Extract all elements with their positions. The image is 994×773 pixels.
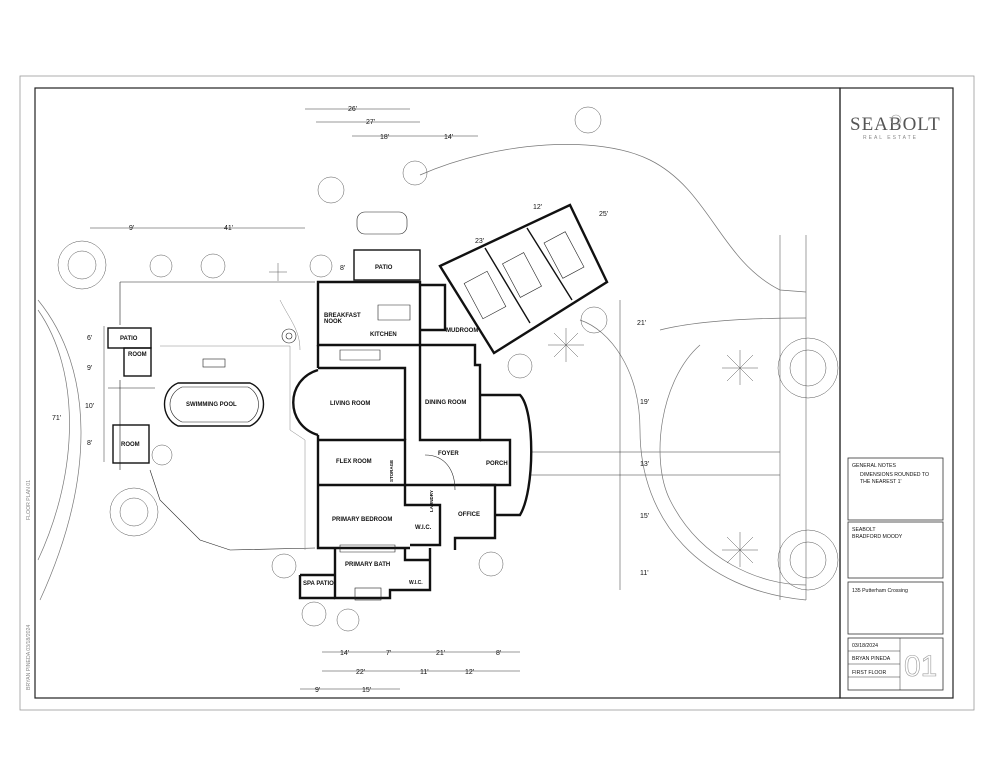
room-patio-left: PATIO [120, 336, 138, 342]
left-small-room [123, 347, 152, 377]
side-sheet-label: FLOOR PLAN 01 [26, 480, 32, 520]
room-swimming-pool: SWIMMING POOL [186, 402, 237, 408]
dim-right-13: 13' [640, 461, 649, 468]
dim-garage-23: 23' [475, 238, 484, 245]
dim-garage-25: 25' [599, 211, 608, 218]
dim-left-9: 9' [129, 225, 134, 232]
dim-top-26: 26' [348, 106, 357, 113]
sheet-number: 01 [904, 650, 937, 683]
dim-right-21: 21' [637, 320, 646, 327]
sheet-border [19, 75, 975, 711]
site-driveway [419, 144, 807, 293]
room-small-room: ROOM [128, 352, 147, 358]
dim-garage-12: 12' [533, 204, 542, 211]
top-patio [353, 249, 421, 281]
dim-bot-9: 9' [315, 687, 320, 694]
dim-top-14: 14' [444, 134, 453, 141]
drawing-frame [34, 87, 841, 699]
client-name-1: SEABOLT [852, 527, 876, 533]
side-stamp: BRYAN PINEDA 03/18/2024 [26, 625, 32, 690]
room-primary-bath: PRIMARY BATH [345, 562, 390, 568]
notes-title: GENERAL NOTES [852, 463, 896, 469]
brand-tagline: REAL ESTATE [863, 135, 918, 141]
room-flex-room: FLEX ROOM [336, 459, 372, 465]
dim-left-41: 41' [224, 225, 233, 232]
notes-line-2: THE NEAREST 1' [860, 479, 902, 485]
dim-left-10: 10' [85, 403, 94, 410]
dim-bot-14: 14' [340, 650, 349, 657]
property-address: 135 Putterham Crossing [852, 588, 908, 594]
dim-right-15: 15' [640, 513, 649, 520]
swimming-pool [163, 382, 265, 427]
site-road-left [37, 309, 70, 561]
room-mudroom: MUDROOM [446, 328, 478, 334]
dimension-labels: 26' 27' 18' 14' 9' 41' 8' 12' 25' 23' 21… [52, 106, 649, 694]
dim-patio-8: 8' [340, 265, 345, 272]
room-spa-patio: SPA PATIO [303, 581, 334, 587]
left-room [112, 424, 150, 464]
dim-bot-15: 15' [362, 687, 371, 694]
garage [438, 203, 609, 355]
room-dining-room: DINING ROOM [425, 400, 466, 406]
dim-bot-7: 7' [386, 650, 391, 657]
dim-bot-12: 12' [465, 669, 474, 676]
floor-name: FIRST FLOOR [852, 670, 886, 676]
dim-bot-21: 21' [436, 650, 445, 657]
room-breakfast-nook: BREAKFAST [324, 313, 361, 319]
dim-bot-11: 11' [420, 669, 429, 676]
pool-deck-wall [119, 281, 316, 551]
room-office: OFFICE [458, 512, 480, 518]
dim-left-71: 71' [52, 415, 61, 422]
tree-cluster [57, 106, 839, 632]
dim-right-19: 19' [640, 399, 649, 406]
house-walls [292, 280, 533, 601]
dim-left-6: 6' [87, 335, 92, 342]
room-foyer: FOYER [438, 451, 459, 457]
dim-top-27: 27' [366, 119, 375, 126]
room-storage: STORAGE [389, 460, 394, 482]
title-block-content: SEABOLT REAL ESTATE GENERAL NOTES DIMENS… [847, 114, 944, 691]
notes-line-1: DIMENSIONS ROUNDED TO [860, 472, 929, 478]
room-porch: PORCH [486, 461, 508, 467]
dim-left-9b: 9' [87, 365, 92, 372]
room-living-room: LIVING ROOM [330, 401, 370, 407]
room-kitchen: KITCHEN [370, 332, 397, 338]
room-wic-1: W.I.C. [415, 525, 432, 531]
brand-name: SEABOLT [850, 114, 941, 135]
room-laundry: LAUNDRY [429, 490, 434, 512]
room-breakfast-nook-2: NOOK [324, 319, 343, 325]
dim-left-8: 8' [87, 440, 92, 447]
dim-bot-8: 8' [496, 650, 501, 657]
title-block [839, 87, 954, 699]
dim-right-11: 11' [640, 570, 649, 577]
client-name-2: BRADFORD MOODY [852, 534, 903, 540]
room-primary-bedroom: PRIMARY BEDROOM [332, 517, 392, 523]
room-labels: PATIO BREAKFAST NOOK KITCHEN MUDROOM PAT… [120, 265, 508, 587]
dim-top-18: 18' [380, 134, 389, 141]
room-left-room: ROOM [121, 442, 140, 448]
room-patio-top: PATIO [375, 265, 393, 271]
dimension-lines [90, 108, 621, 690]
room-wic-2: W.I.C. [409, 580, 423, 586]
drawn-by: BRYAN PINEDA [852, 656, 891, 662]
dim-bot-22: 22' [356, 669, 365, 676]
drawing-date: 03/18/2024 [852, 643, 878, 649]
